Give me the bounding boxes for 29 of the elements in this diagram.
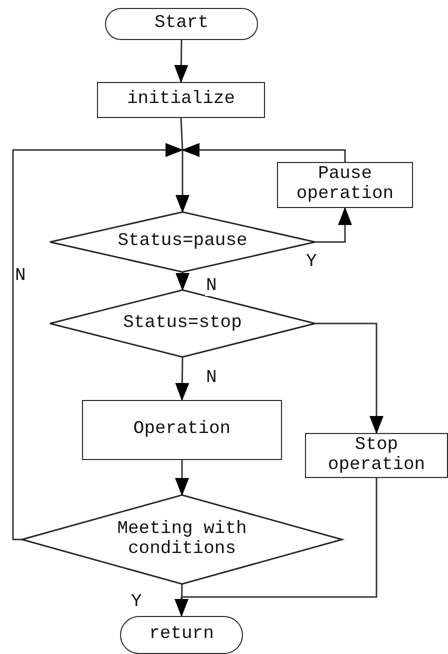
arrow: [182, 143, 346, 162]
arrow: [315, 322, 384, 434]
edge-label: N: [205, 276, 218, 296]
node-label: initialize: [126, 90, 236, 110]
arrow: [174, 478, 378, 617]
arrow: [174, 40, 188, 83]
process-box: [97, 82, 265, 118]
node-label: Operation: [133, 420, 231, 440]
arrow: [12, 143, 184, 540]
decision-diamond: [50, 290, 315, 357]
arrow: [175, 357, 190, 401]
node-label: return: [149, 625, 214, 645]
decision-diamond: [50, 212, 315, 272]
arrow: [176, 150, 190, 213]
decision-diamond: [22, 495, 342, 584]
process-box: [305, 433, 448, 478]
node-label: Stop operation: [326, 436, 426, 476]
arrow: [176, 272, 190, 291]
arrow: [175, 460, 189, 496]
terminal-shape: [120, 616, 243, 654]
arrow: [315, 207, 352, 243]
node-label: Status=pause: [118, 232, 248, 252]
process-box: [82, 400, 282, 460]
node-label: Start: [154, 14, 208, 34]
node-label: Status=stop: [123, 314, 242, 334]
process-box: [277, 162, 413, 208]
node-label: Pause operation: [295, 165, 395, 205]
terminal-shape: [105, 8, 258, 40]
node-label: Meeting with conditions: [116, 520, 248, 560]
